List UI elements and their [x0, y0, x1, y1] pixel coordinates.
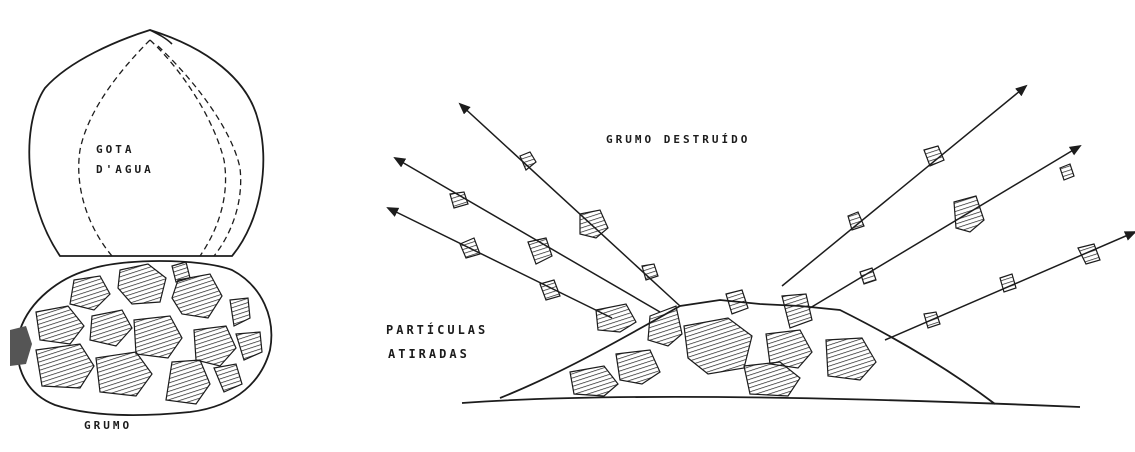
clod-label: GRUMO [84, 420, 132, 431]
particles-label-line1: PARTÍCULAS [386, 324, 488, 336]
drop-inner-contour-2 [150, 40, 226, 256]
water-drop [29, 30, 263, 256]
drop-inner-contour-3 [158, 46, 241, 256]
soil-clod [10, 261, 271, 415]
clod-dark-edge [10, 326, 32, 366]
particles-label-line2: ATIRADAS [388, 348, 470, 360]
clod-aggregates [36, 262, 262, 404]
drop-label-line2: D'AGUA [96, 164, 154, 175]
drop-outline [29, 30, 263, 256]
splash-trajectories [388, 86, 1135, 340]
destroyed-clod-label: GRUMO DESTRUÍDO [606, 134, 750, 145]
drop-label-line1: GOTA [96, 144, 135, 155]
